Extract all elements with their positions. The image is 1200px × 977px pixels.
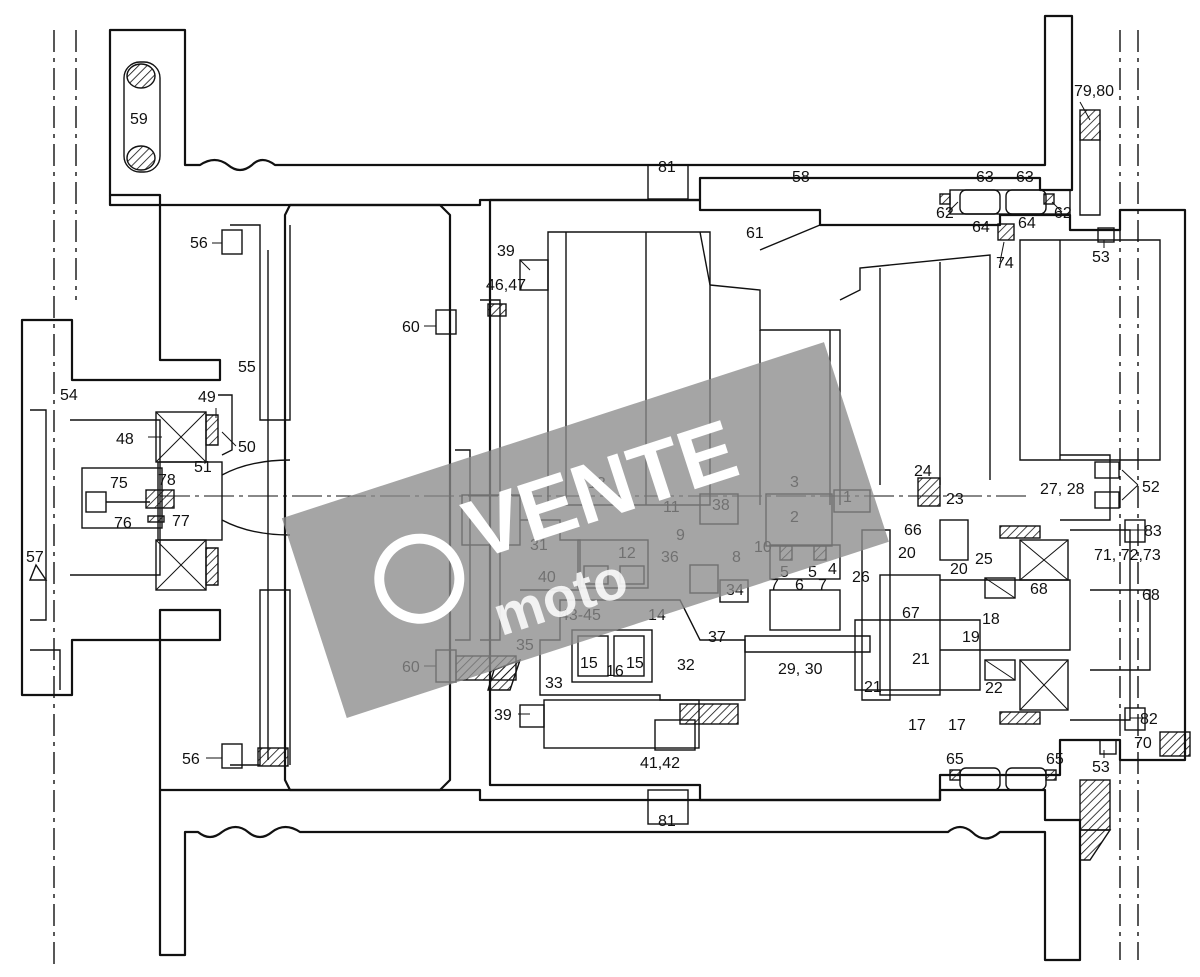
- callout-39b: 39: [494, 707, 512, 724]
- callout-26: 26: [852, 569, 870, 586]
- callout-54: 54: [60, 387, 78, 404]
- callout-15a: 15: [580, 655, 598, 672]
- callout-55: 55: [238, 359, 256, 376]
- callout-33: 33: [545, 675, 563, 692]
- callout-67: 67: [902, 605, 920, 622]
- callout-75: 75: [110, 475, 128, 492]
- callout-7a: 7: [770, 577, 779, 594]
- callout-65b: 65: [1046, 751, 1064, 768]
- callout-81a: 81: [658, 159, 676, 176]
- callout-21b: 21: [912, 651, 930, 668]
- callout-22: 22: [985, 680, 1003, 697]
- callout-53b: 53: [1092, 759, 1110, 776]
- callout-39a: 39: [497, 243, 515, 260]
- callout-46-47: 46,47: [486, 277, 526, 294]
- callout-68b: 68: [1142, 587, 1160, 604]
- callout-64b: 64: [1018, 215, 1036, 232]
- callout-50: 50: [238, 439, 256, 456]
- callout-77: 77: [172, 513, 190, 530]
- callout-32: 32: [677, 657, 695, 674]
- callout-24: 24: [914, 463, 932, 480]
- callout-29-30: 29, 30: [778, 661, 823, 678]
- callout-63a: 63: [976, 169, 994, 186]
- callout-64a: 64: [972, 219, 990, 236]
- callout-19: 19: [962, 629, 980, 646]
- callout-81b: 81: [658, 813, 676, 830]
- ring-gear-disc: [283, 203, 452, 792]
- callout-71-72-73: 71, 72,73: [1094, 547, 1161, 564]
- callout-62b: 62: [1054, 205, 1072, 222]
- callout-48: 48: [116, 431, 134, 448]
- callout-15b: 15: [626, 655, 644, 672]
- callout-79-80: 79,80: [1074, 83, 1114, 100]
- callout-41-42: 41,42: [640, 755, 680, 772]
- right-seals: [647, 109, 1112, 861]
- callout-63b: 63: [1016, 169, 1034, 186]
- callout-56b: 56: [182, 751, 200, 768]
- callout-37: 37: [708, 629, 726, 646]
- callout-62a: 62: [936, 205, 954, 222]
- callout-49: 49: [198, 389, 216, 406]
- watermark: VENTE moto: [281, 342, 889, 718]
- callout-6: 6: [795, 577, 804, 594]
- callout-7b: 7: [818, 577, 827, 594]
- callout-16: 16: [606, 663, 624, 680]
- callout-59: 59: [130, 111, 148, 128]
- callout-70: 70: [1134, 735, 1152, 752]
- callout-82: 82: [1140, 711, 1158, 728]
- callout-20a: 20: [898, 545, 916, 562]
- callout-57: 57: [26, 549, 44, 566]
- callout-17b: 17: [948, 717, 966, 734]
- callout-65a: 65: [946, 751, 964, 768]
- callout-76: 76: [114, 515, 132, 532]
- callout-18: 18: [982, 611, 1000, 628]
- callout-5b: 5: [808, 564, 817, 581]
- callout-78: 78: [158, 472, 176, 489]
- callout-21a: 21: [864, 679, 882, 696]
- callout-66: 66: [904, 522, 922, 539]
- callout-52: 52: [1142, 479, 1160, 496]
- callout-56a: 56: [190, 235, 208, 252]
- callout-51: 51: [194, 459, 212, 476]
- watermark-logo-ring: [374, 533, 465, 624]
- callout-25: 25: [975, 551, 993, 568]
- callout-4: 4: [828, 561, 837, 578]
- callout-68a: 68: [1030, 581, 1048, 598]
- callout-23: 23: [946, 491, 964, 508]
- callout-58: 58: [792, 169, 810, 186]
- callout-53a: 53: [1092, 249, 1110, 266]
- callout-61: 61: [746, 225, 764, 242]
- callout-20b: 20: [950, 561, 968, 578]
- callout-83: 83: [1144, 523, 1162, 540]
- callout-74: 74: [996, 255, 1014, 272]
- callout-17a: 17: [908, 717, 926, 734]
- watermark-background: [281, 342, 889, 718]
- callout-60a: 60: [402, 319, 420, 336]
- callout-27-28: 27, 28: [1040, 481, 1085, 498]
- input-cover-assembly: [70, 224, 291, 769]
- outer-housing: [20, 14, 1082, 962]
